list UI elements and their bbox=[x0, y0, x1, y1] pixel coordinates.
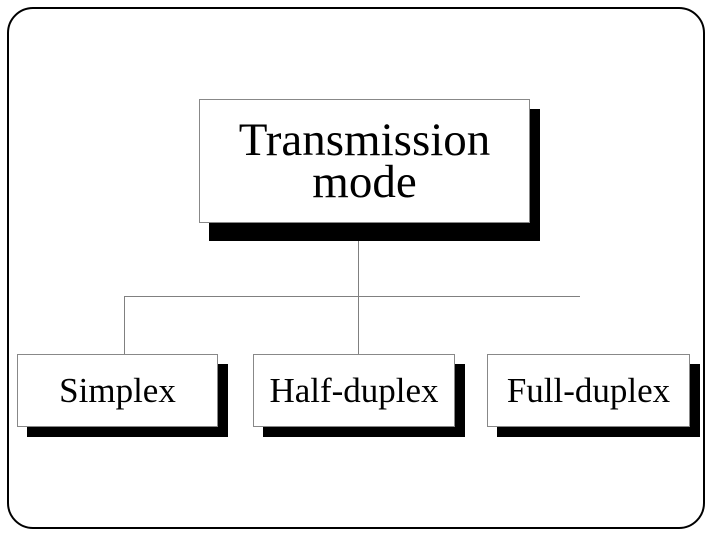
simplex-label: Simplex bbox=[59, 370, 176, 410]
root-label-line-1: Transmission bbox=[238, 114, 491, 166]
half-duplex-node: Half-duplex bbox=[253, 354, 455, 427]
half-duplex-label: Half-duplex bbox=[269, 370, 439, 410]
rounded-frame-border bbox=[7, 7, 705, 529]
connector-to-simplex bbox=[124, 296, 125, 354]
connector-root-down bbox=[358, 224, 359, 356]
root-label-line-2: mode bbox=[312, 156, 417, 208]
full-duplex-label: Full-duplex bbox=[506, 370, 671, 410]
connector-horizontal-bar bbox=[124, 296, 580, 297]
simplex-node: Simplex bbox=[17, 354, 218, 427]
transmission-mode-node: Transmission mode bbox=[199, 99, 530, 223]
full-duplex-node: Full-duplex bbox=[487, 354, 690, 427]
